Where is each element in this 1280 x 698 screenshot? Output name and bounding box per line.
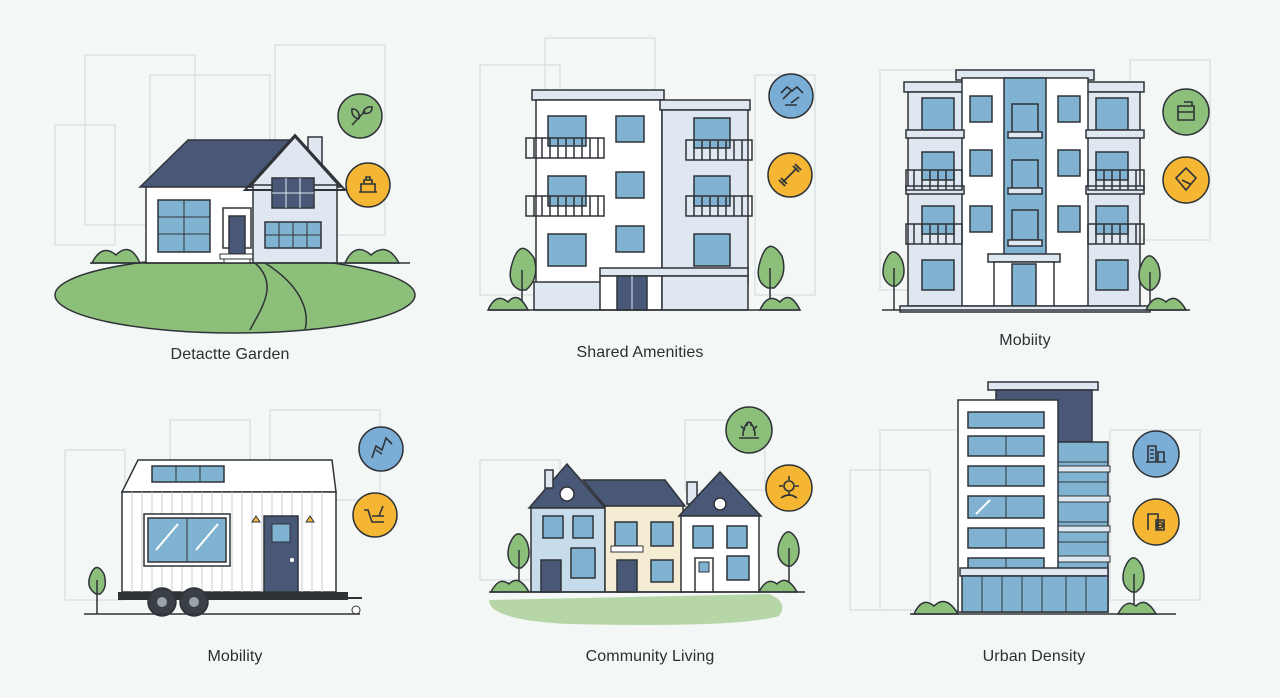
card-caption: Detactte Garden <box>170 346 290 363</box>
dumbbell-icon <box>767 152 813 198</box>
bell-icon <box>345 162 391 208</box>
card-shared-amenities: Shared Amenities <box>470 30 830 380</box>
house-illustration <box>54 44 416 334</box>
campfire-icon <box>725 406 773 454</box>
card-mobiity: Mobiity <box>870 30 1230 380</box>
card-caption: Urban Density <box>982 648 1086 665</box>
highrise-illustration <box>849 381 1201 615</box>
sprout-icon <box>337 93 383 139</box>
card-community-living: Community Living <box>475 400 835 690</box>
apartment-illustration <box>479 37 816 311</box>
box-icon <box>1162 88 1210 136</box>
tiny-house-illustration <box>64 409 381 617</box>
tag-icon <box>1162 156 1210 204</box>
card-caption: Shared Amenities <box>576 344 704 361</box>
townhouse-illustration <box>479 419 805 625</box>
card-urban-density: Urban Density <box>849 370 1230 690</box>
handshake-icon <box>768 73 814 119</box>
cart-icon <box>352 492 398 538</box>
card-caption: Community Living <box>585 648 715 665</box>
lock-icon <box>1132 498 1180 546</box>
route-icon <box>358 426 404 472</box>
card-detached-garden: Detactte Garden <box>40 30 420 380</box>
lawn <box>54 256 416 334</box>
card-mobility: Mobility <box>60 400 440 690</box>
tower-illustration <box>879 59 1211 313</box>
card-caption: Mobility <box>207 648 263 665</box>
sun-icon <box>765 464 813 512</box>
lawn <box>489 594 783 625</box>
building-icon <box>1132 430 1180 478</box>
card-caption: Mobiity <box>999 332 1051 349</box>
